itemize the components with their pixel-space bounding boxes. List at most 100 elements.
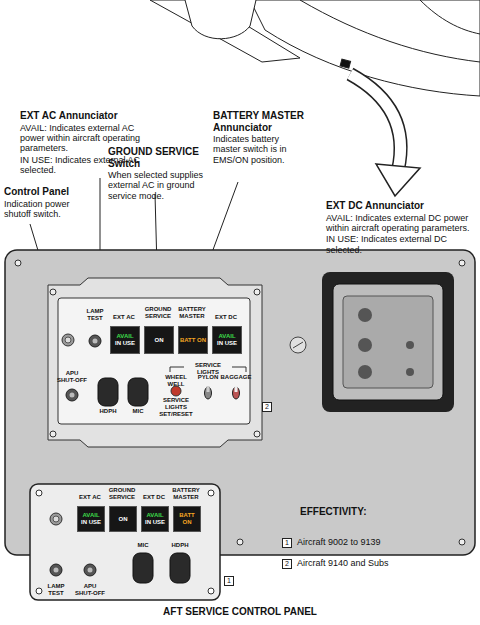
panel-label: BAGGAGE: [219, 374, 253, 381]
screw: [36, 588, 42, 594]
panel-label: BATTERY MASTER: [176, 306, 208, 320]
callout-number: 1: [285, 539, 289, 547]
annunciator-legend: IN USE: [142, 519, 168, 526]
effectivity-text: Aircraft 9002 to 9139: [297, 537, 447, 547]
panel-label: EXT DC: [211, 314, 241, 321]
annunciator-legend: IN USE: [213, 340, 241, 347]
screw: [36, 490, 42, 496]
legend-heading: EFFECTIVITY:: [300, 506, 420, 518]
annunciator-legend: IN USE: [111, 340, 139, 347]
bracket-line: [170, 367, 184, 368]
nacelle: [185, 0, 256, 39]
arrow-outline: [350, 74, 401, 170]
panel-label: EXT AC: [109, 314, 139, 321]
panel-label: APU SHUT-OFF: [57, 370, 87, 384]
headphone-jack: [98, 378, 118, 406]
screw: [254, 289, 260, 295]
panel-label: GROUND SERVICE: [106, 487, 138, 501]
arrow-head: [376, 164, 420, 196]
panel-label: SERVICE LIGHTS SET/RESET: [157, 397, 195, 418]
receptacle-pin: [406, 341, 414, 349]
callout-heading: GROUND SERVICE Switch: [108, 146, 212, 169]
screw: [459, 539, 465, 545]
panel-label: APU SHUT-OFF: [74, 583, 106, 597]
screw: [15, 260, 21, 266]
callout-number: 1: [227, 577, 231, 585]
annunciator-button: BATT ON: [178, 326, 208, 354]
toggle-lever: [54, 568, 59, 573]
annunciator-button: AVAILIN USE: [110, 326, 140, 354]
panel-label: EXT DC: [139, 494, 169, 501]
toggle-lever: [207, 386, 210, 392]
callout-heading: Control Panel: [4, 186, 94, 198]
bracket-line: [246, 367, 247, 372]
screw: [459, 260, 465, 266]
bracket-line: [170, 367, 171, 372]
toggle-switch: [205, 387, 212, 399]
callout-text: AVAIL: Indicates external DC power withi…: [326, 213, 476, 234]
callout-number: 2: [285, 560, 289, 568]
panel-location: [340, 59, 351, 68]
callout-heading: EXT DC Annunciator: [326, 200, 476, 212]
toggle-lever: [93, 339, 98, 344]
annunciator-legend: AVAIL: [78, 512, 104, 519]
toggle-switch: [50, 564, 62, 576]
annunciator-button: ON: [144, 326, 174, 354]
panel-label: EXT AC: [75, 494, 105, 501]
annunciator-legend: AVAIL: [213, 333, 241, 340]
location-arrow: [350, 74, 420, 196]
bracket-line: [232, 367, 246, 368]
toggle-switch: [233, 387, 240, 399]
tail-cone: [420, 0, 480, 34]
panel-label: GROUND SERVICE: [142, 306, 174, 320]
panel-label: MIC: [124, 408, 152, 415]
indicator-lens: [65, 337, 71, 343]
effectivity-marker: 2: [282, 559, 292, 569]
annunciator-button: ON: [109, 506, 137, 532]
toggle-switch: [84, 564, 96, 576]
callout-heading: EXT AC Annunciator: [20, 110, 150, 122]
panel-label: WHEEL WELL: [156, 374, 196, 388]
receptacle-frame: [322, 272, 454, 412]
mic-jack: [133, 553, 153, 583]
annunciator-button: AVAILIN USE: [77, 506, 105, 532]
annunciator-legend: AVAIL: [111, 333, 139, 340]
latch-slot: [293, 342, 303, 348]
mic-jack: [128, 378, 148, 406]
inset-control-panel: EXT ACGROUND SERVICEEXT DCBATTERY MASTER…: [30, 484, 220, 600]
screw: [50, 431, 56, 437]
effectivity-marker: 2: [262, 402, 272, 412]
screw: [254, 431, 260, 437]
screw: [237, 539, 243, 545]
inset-plate: [30, 484, 220, 600]
annunciator-legend: ON: [145, 337, 173, 344]
toggle-lever: [88, 568, 93, 573]
annunciator-legend: BATT ON: [179, 337, 207, 344]
annunciator-button: BATT ON: [173, 506, 201, 532]
effectivity-marker: 1: [282, 538, 292, 548]
annunciator-legend: BATT ON: [174, 512, 200, 526]
effectivity-text: Aircraft 9140 and Subs: [297, 558, 447, 568]
receptacle-pin: [358, 365, 372, 379]
receptacle-face: [343, 296, 433, 388]
arrow-fill: [350, 74, 401, 170]
receptacle-pin: [358, 308, 372, 322]
toggle-switch: [66, 389, 78, 401]
panel-label: LAMP TEST: [41, 583, 71, 597]
set-reset-button: [171, 386, 181, 396]
effectivity-marker: 1: [224, 576, 234, 586]
headphone-jack: [170, 553, 190, 583]
control-panel-plate: LAMP TESTEXT ACGROUND SERVICEBATTERY MAS…: [58, 298, 250, 424]
callout-heading: BATTERY MASTER Annunciator: [213, 110, 313, 133]
fuselage-line: [300, 0, 480, 62]
indicator-light: [50, 513, 62, 525]
control-plate: [58, 298, 250, 424]
annunciator-legend: IN USE: [78, 519, 104, 526]
callout-text: Indication power shutoff switch.: [4, 199, 92, 220]
indicator-lens: [53, 516, 59, 522]
toggle-lever: [235, 386, 238, 392]
callout-text: IN USE: Indicates external DC selected.: [326, 234, 476, 255]
callout-text: Indicates battery master switch is in EM…: [213, 134, 305, 165]
